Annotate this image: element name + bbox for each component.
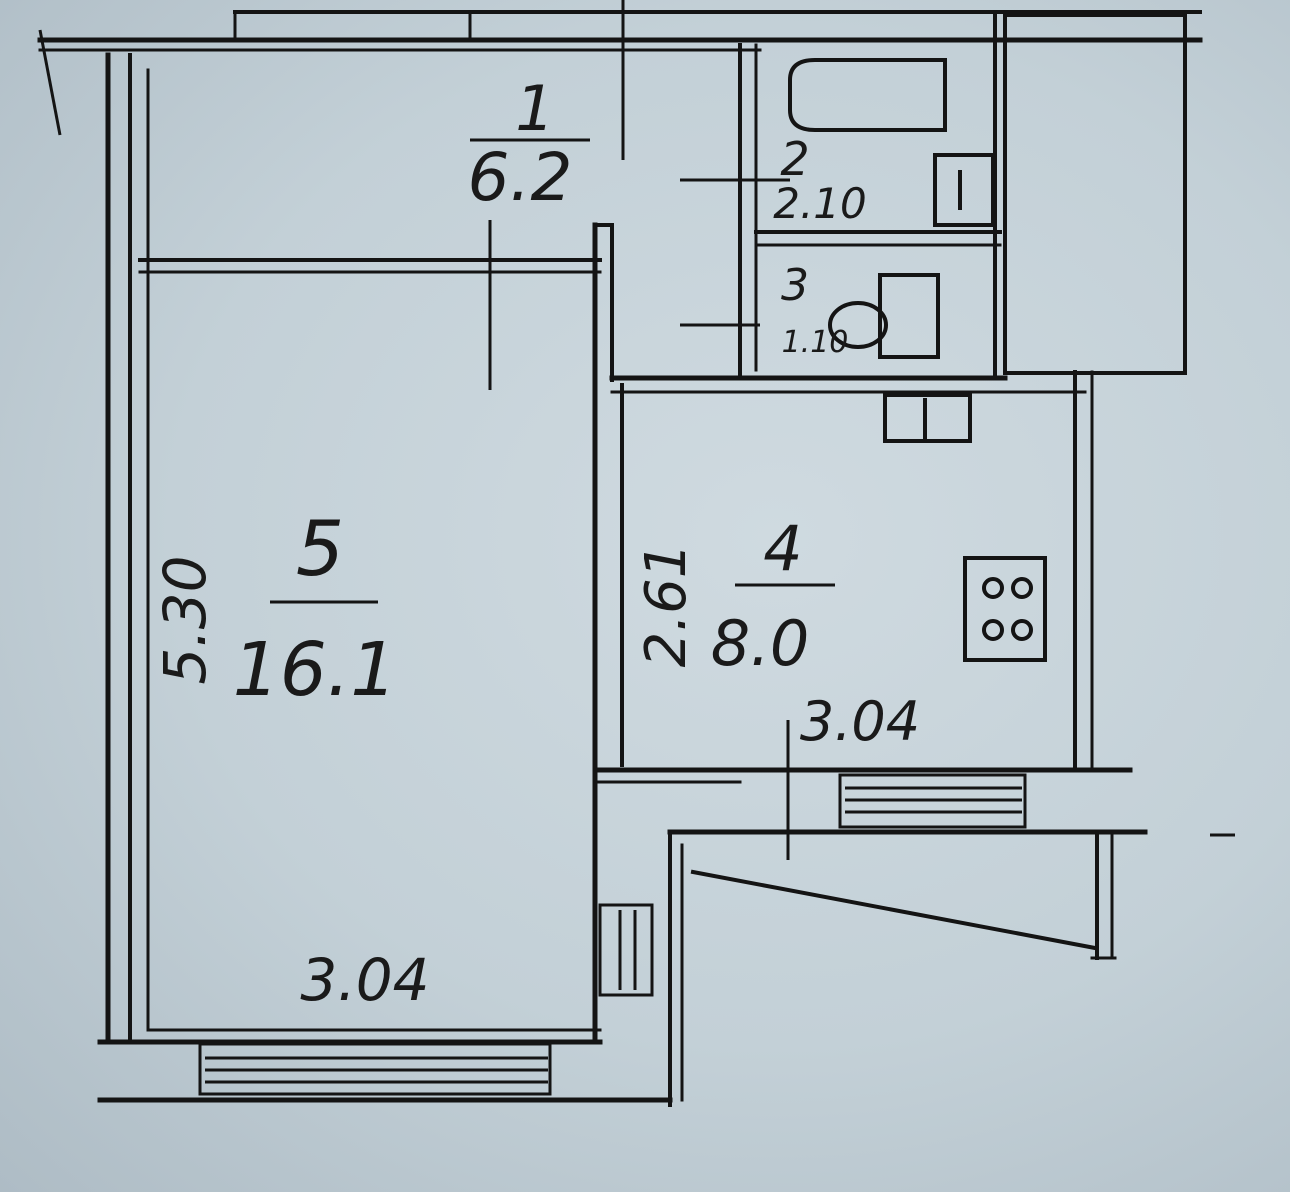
room-1-number: 1: [515, 72, 554, 145]
room-label-4: 4 8.0: [711, 512, 835, 680]
room-4-area: 8.0: [711, 607, 810, 680]
toilet-bowl-icon: [828, 301, 888, 349]
walls: [37, 10, 1203, 1107]
room-2-number: 2: [780, 132, 809, 186]
tick-marks: [38, 0, 1235, 860]
room-1-area: 6.2: [468, 139, 573, 216]
room-4-width-dimension: 3.04: [800, 690, 920, 753]
toilet-tank-icon: [878, 273, 940, 359]
kitchen-sink-icon: [883, 393, 972, 443]
room-4-height-dimension: 2.61: [634, 543, 699, 668]
room-label-2: 2 2.10: [773, 132, 867, 228]
stove-icon: [963, 556, 1047, 662]
room-4-number: 4: [763, 512, 802, 585]
fixtures: [788, 58, 1047, 662]
room-2-area: 2.10: [773, 179, 867, 228]
room-5-height-dimension: 5.30: [151, 555, 219, 684]
dimension-labels: 5.30 3.04 2.61 3.04: [151, 543, 920, 1014]
room-5-number: 5: [296, 504, 344, 593]
room-5-width-dimension: 3.04: [300, 946, 429, 1014]
room-5-area: 16.1: [233, 627, 398, 713]
room-labels: 1 6.2 2 2.10 3 1.10 4 8.0 5 16.1: [233, 72, 867, 713]
windows: [198, 773, 1027, 1096]
sink-icon: [933, 153, 995, 227]
room-label-1: 1 6.2: [468, 72, 590, 216]
room-3-number: 3: [781, 260, 809, 311]
bathtub-icon: [788, 58, 947, 132]
room-label-3: 3 1.10: [781, 260, 848, 360]
room-3-area: 1.10: [782, 325, 849, 360]
room-label-5: 5 16.1: [233, 504, 398, 713]
